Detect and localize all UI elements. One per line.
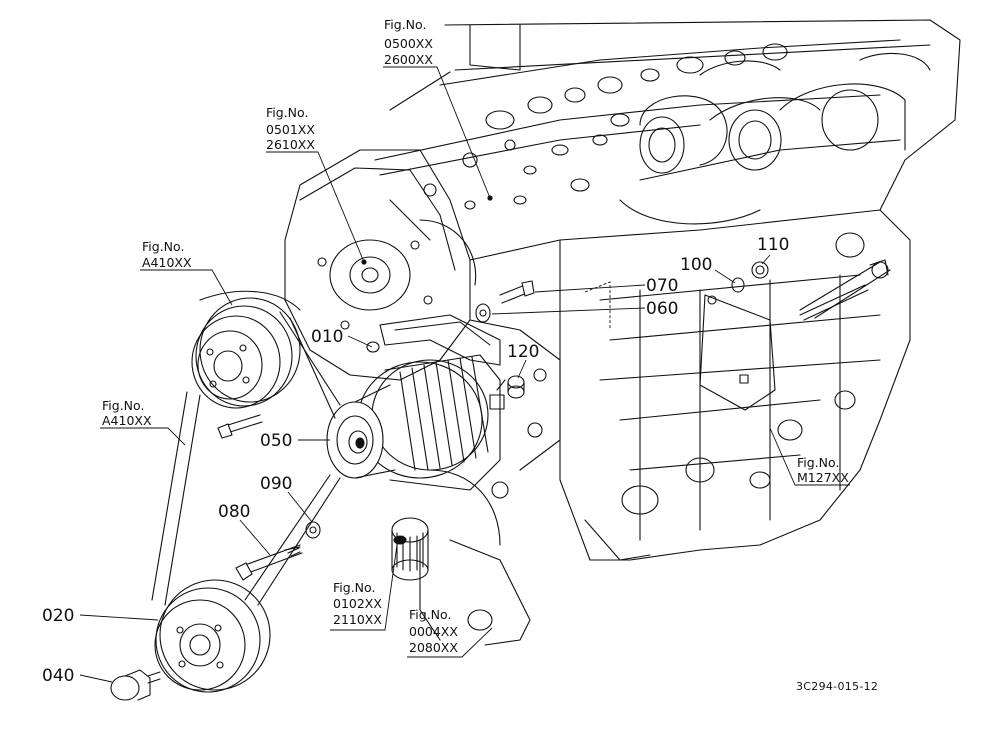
- fig-ref-number: 2600XX: [384, 52, 433, 67]
- part-label-110: 110: [757, 235, 789, 255]
- fig-ref-a410xx-upper: Fig.No. A410XX: [142, 239, 192, 270]
- fig-ref-title: Fig.No.: [797, 455, 839, 470]
- part-label-080: 080: [218, 502, 250, 522]
- fig-ref-title: Fig.No.: [102, 398, 144, 413]
- engine-block-artwork: [110, 19, 961, 701]
- part-label-020: 020: [42, 606, 74, 626]
- fig-ref-a410xx-lower: Fig.No. A410XX: [102, 398, 152, 428]
- fig-ref-title: Fig.No.: [266, 105, 308, 120]
- part-label-120: 120: [507, 342, 539, 362]
- fig-ref-title: Fig.No.: [333, 580, 375, 595]
- fig-ref-number: A410XX: [142, 255, 192, 270]
- fig-ref-number: 0501XX: [266, 122, 315, 137]
- fig-ref-0501xx: Fig.No. 0501XX 2610XX: [266, 105, 315, 152]
- fig-ref-number: 0500XX: [384, 36, 433, 51]
- part-label-100: 100: [680, 255, 712, 275]
- fig-ref-number: M127XX: [797, 470, 849, 485]
- drawing-code: 3C294-015-12: [796, 680, 878, 693]
- fig-ref-number: A410XX: [102, 413, 152, 428]
- fig-ref-m127xx: Fig.No. M127XX: [797, 455, 849, 485]
- fig-ref-title: Fig.No.: [409, 607, 451, 622]
- fig-ref-number: 0004XX: [409, 624, 458, 639]
- fig-ref-number: 2110XX: [333, 612, 382, 627]
- fig-ref-title: Fig.No.: [384, 17, 426, 32]
- fig-ref-0004xx: Fig.No. 0004XX 2080XX: [409, 607, 458, 655]
- fig-ref-0500xx: Fig.No. 0500XX 2600XX: [384, 17, 433, 67]
- part-label-050: 050: [260, 431, 292, 451]
- fig-ref-number: 2610XX: [266, 137, 315, 152]
- part-label-040: 040: [42, 666, 74, 686]
- fig-ref-0102xx: Fig.No. 0102XX 2110XX: [333, 580, 382, 627]
- fig-ref-number: 2080XX: [409, 640, 458, 655]
- fig-ref-title: Fig.No.: [142, 239, 184, 254]
- fig-ref-number: 0102XX: [333, 596, 382, 611]
- leader-lines: [79, 66, 850, 683]
- part-label-060: 060: [646, 299, 678, 319]
- part-label-010: 010: [311, 327, 343, 347]
- part-label-070: 070: [646, 276, 678, 296]
- part-number-labels: 010 020 040 050 060 070 080 090 100 110 …: [42, 235, 789, 686]
- figure-reference-labels: Fig.No. 0500XX 2600XX Fig.No. 0501XX 261…: [102, 17, 849, 655]
- part-label-090: 090: [260, 474, 292, 494]
